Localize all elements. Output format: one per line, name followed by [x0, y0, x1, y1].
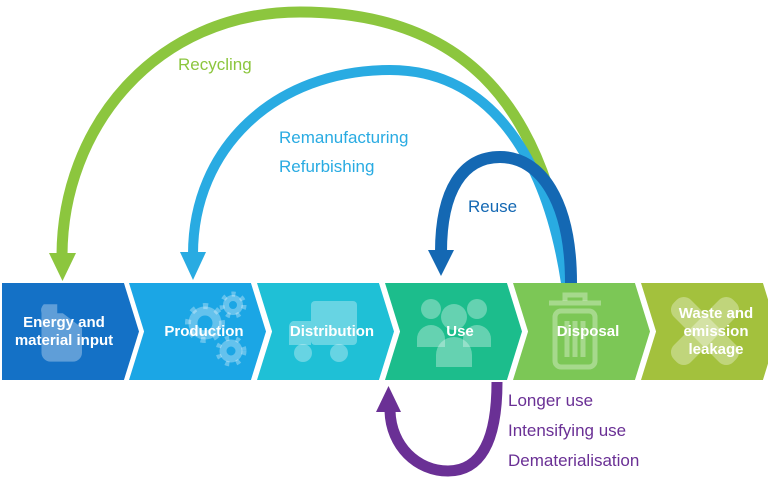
recycling-arrowhead — [49, 253, 76, 281]
remanufacturing-label: Remanufacturing Refurbishing — [279, 123, 408, 181]
refurbishing-line: Refurbishing — [279, 157, 375, 176]
stage-label: Waste and emission leakage — [678, 304, 754, 358]
intensifying-use-label: Intensifying use — [508, 421, 627, 440]
recycling-arrow — [49, 6, 574, 284]
remanufacturing-arrowhead — [180, 252, 206, 280]
stage-label: Distribution — [289, 322, 375, 340]
longer-use-label: Longer use — [508, 391, 594, 410]
use-loop-arrowhead — [376, 386, 401, 412]
stage-label: Use — [446, 322, 474, 340]
stage-distribution: Distribution — [257, 283, 394, 380]
stage-energy-input: Energy and material input — [2, 283, 139, 380]
stage-production: Production — [129, 283, 266, 380]
reuse-label: Reuse — [468, 197, 518, 216]
remanufacturing-line: Remanufacturing — [279, 128, 409, 147]
use-loop-labels: Longer use Intensifying use Dematerialis… — [508, 386, 639, 476]
stage-disposal: Disposal — [513, 283, 650, 380]
reuse-arrowhead — [428, 250, 454, 276]
stage-label: Disposal — [556, 322, 620, 340]
dematerialisation-label: Dematerialisation — [508, 451, 640, 470]
stage-label: Energy and material input — [14, 313, 114, 349]
stage-label: Production — [164, 322, 244, 340]
recycling-label: Recycling — [178, 55, 252, 74]
stage-use: Use — [385, 283, 522, 380]
stage-waste-leakage: Waste and emission leakage — [641, 283, 768, 380]
reuse-arrow — [428, 150, 577, 284]
use-loop-arrow — [376, 381, 503, 477]
